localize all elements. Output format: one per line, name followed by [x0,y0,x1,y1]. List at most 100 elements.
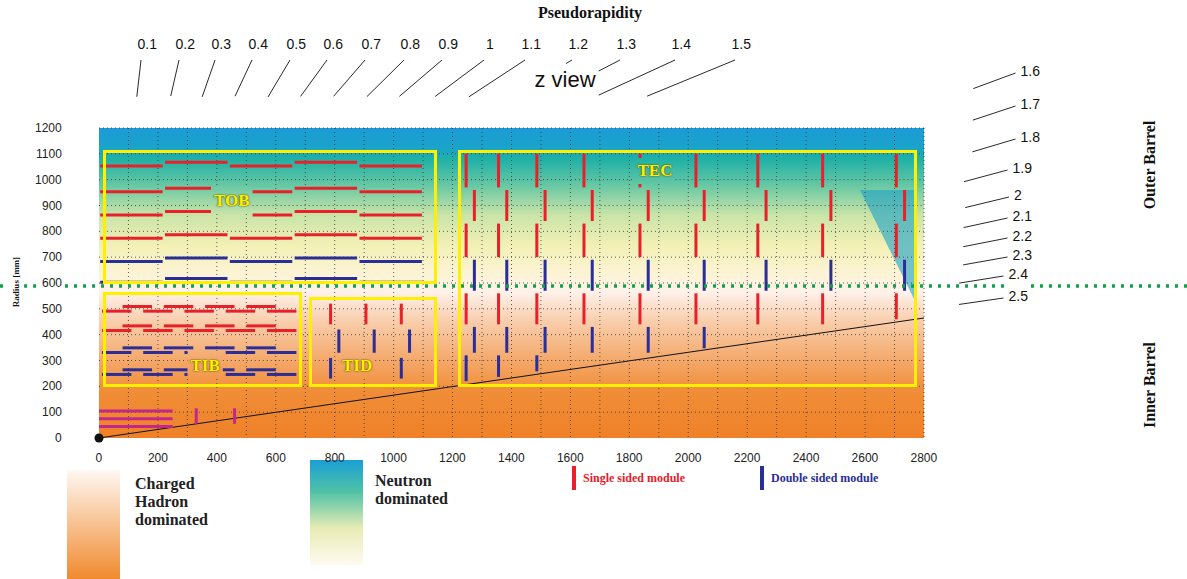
eta-value: 0.7 [362,36,381,52]
module [226,310,255,313]
z-tick: 1600 [557,451,584,465]
module [102,329,131,332]
eta-value: 2 [1014,187,1022,203]
module [337,330,340,353]
radius-tick: 500 [42,302,62,316]
grid-line [99,334,924,335]
module [408,330,411,353]
eta-leader [171,60,179,96]
grid-line [482,128,483,438]
module [253,190,293,193]
module [123,305,152,308]
grid-line [99,128,924,129]
disk-region: TID [309,297,437,387]
module [373,330,376,353]
module [143,351,172,354]
grid-line [99,153,924,154]
grid-line [246,128,247,188]
module [647,260,650,291]
eta-leader [973,73,1015,89]
grid-line [540,128,541,438]
module [246,324,275,327]
module [205,324,234,327]
module [165,256,227,259]
module [544,327,547,353]
module [535,154,538,188]
grid-line [99,360,188,361]
module [400,304,403,325]
eta-leader [469,60,525,97]
region-name: TEC [638,161,673,181]
eta-leader [963,257,1007,265]
eta-value: 2.4 [1009,266,1028,282]
eta-leader [334,60,365,96]
region-label: Outer Barrel [1141,121,1159,210]
module [647,190,650,221]
eta-leader [566,60,572,64]
module [164,346,193,349]
eta-value: 1.3 [617,36,636,52]
z-tick: 1000 [380,451,407,465]
module [903,190,906,221]
module [267,373,296,376]
module [102,373,131,376]
module [100,260,162,263]
eta-leader [399,60,442,96]
module [505,327,508,353]
barrel-boundary [0,284,8,288]
module [821,154,824,188]
legend-line [572,466,576,490]
module [295,210,357,213]
eta-value: 0.9 [439,36,458,52]
legend-swatch [67,470,120,579]
grid-line [253,205,924,206]
module [100,237,162,240]
module [184,351,187,354]
module [123,324,152,327]
eta-leader [435,60,484,96]
module [123,346,152,349]
module [638,224,641,258]
module [638,293,641,324]
module [246,346,275,349]
pixel-disk [233,408,236,424]
module [364,304,367,325]
eta-leader [235,60,252,96]
module [756,293,759,324]
module [694,293,697,324]
eta-value: 1.2 [569,36,588,52]
radius-tick: 900 [42,199,62,213]
module [205,346,234,349]
radius-tick: 400 [42,328,62,342]
module [102,310,131,313]
module [267,310,296,313]
module [895,224,898,258]
module [102,351,131,354]
module [267,351,296,354]
module [143,310,172,313]
module [465,154,468,188]
module [295,233,357,236]
eta-leader [963,238,1007,247]
module [505,190,508,221]
module [359,260,421,263]
eta-value: 1.4 [672,36,691,52]
region-name: TID [342,356,372,376]
eta-value: 0.2 [176,36,195,52]
z-tick: 600 [266,451,286,465]
module [497,355,500,377]
module [895,154,898,188]
radius-tick: 1100 [36,147,62,161]
z-tick: 0 [96,451,103,465]
eta-value: 0.4 [249,36,268,52]
eta-leader [959,276,1003,283]
module [895,293,898,319]
axis-title: Radius [mm] [11,257,21,307]
eta-value: 2.1 [1013,208,1032,224]
grid-line [223,360,339,361]
module [253,214,293,217]
grid-line [452,128,453,438]
grid-line [776,128,777,438]
pixel-layer [99,425,173,428]
module [694,154,697,188]
